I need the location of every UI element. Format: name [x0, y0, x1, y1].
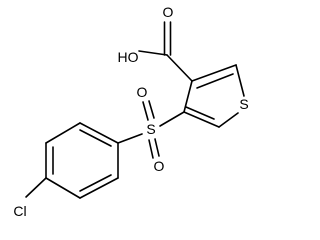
sulfonyl-oxygen-upper-label: O [137, 84, 148, 100]
bond-ring-c4-chlorine [25, 177, 47, 198]
bond-c4-c3 [183, 80, 193, 113]
bond-c5-c4 [183, 111, 220, 128]
bond-c3-c2-inner [196, 73, 234, 89]
sulfonyl-sulfur-label: S [146, 121, 155, 137]
bond-c4-sulfonyl-s [159, 111, 185, 127]
bond-s-o-lower-a [148, 139, 154, 159]
bond-s-o-upper-b [148, 100, 155, 119]
chlorophenyl-ring [25, 122, 119, 199]
bond-ring-c5-c6 [79, 177, 119, 199]
bond-ring-c5-c6-inner [79, 174, 112, 192]
bond-s1-c5 [218, 112, 239, 128]
bond-c5-c4-inner [185, 106, 215, 120]
bond-c3-c2 [191, 64, 237, 82]
atom-labels: HO O S S O O Cl [13, 4, 248, 219]
thiophene-ring [183, 64, 245, 128]
carbonyl-oxygen-label: O [163, 4, 174, 20]
chemical-structure-diagram: HO O S S O O Cl [13, 4, 248, 219]
bond-c2-s1 [235, 64, 245, 97]
bond-ring-c1-c2 [79, 122, 119, 144]
bond-s-o-lower-b [154, 138, 160, 157]
carboxylic-acid-group [138, 21, 193, 82]
bond-ring-c4-c5 [45, 177, 81, 199]
chlorine-label: Cl [13, 203, 26, 219]
hydroxyl-label: HO [118, 49, 139, 65]
thiophene-sulfur-label: S [239, 96, 248, 112]
bond-carbon-hydroxyl [138, 50, 168, 56]
bond-ring-carboxyl-carbon [166, 54, 193, 82]
bond-s-o-upper-a [142, 101, 149, 121]
bond-ring-c1-c2-inner [79, 129, 112, 147]
bond-sulfonyl-s-aryl-c [117, 133, 143, 144]
sulfonyl-group [117, 100, 185, 159]
sulfonyl-oxygen-lower-label: O [154, 158, 165, 174]
bond-ring-c2-c3 [45, 122, 81, 144]
